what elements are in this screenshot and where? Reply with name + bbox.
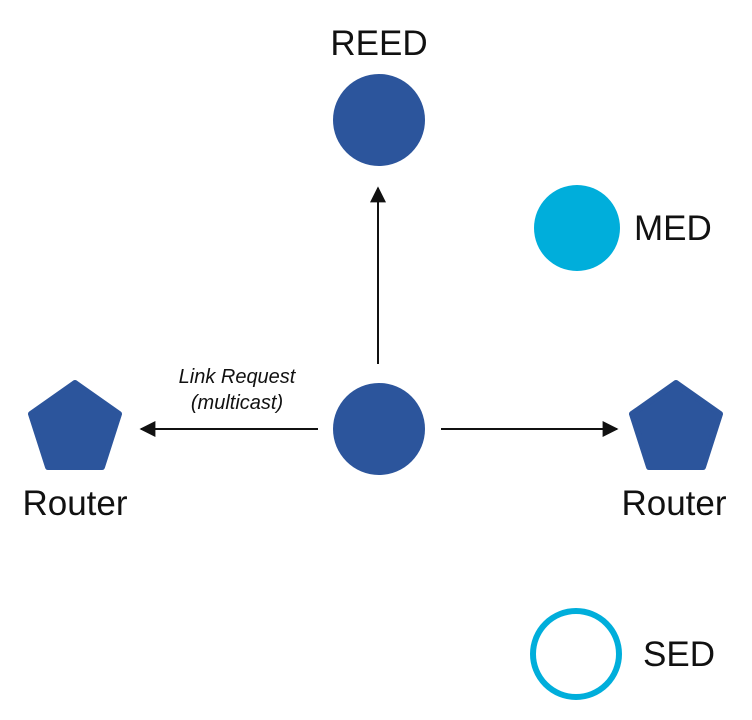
router-left-node bbox=[28, 380, 122, 470]
router-right-label: Router bbox=[621, 484, 727, 523]
med-label: MED bbox=[634, 209, 712, 248]
reed-node bbox=[333, 74, 425, 166]
link-request-line2: (multicast) bbox=[190, 392, 284, 414]
link-request-line1: Link Request bbox=[178, 366, 296, 388]
center-node bbox=[333, 383, 425, 475]
sed-node bbox=[530, 608, 622, 700]
router-left-label: Router bbox=[22, 484, 128, 523]
link-request-label: Link Request (multicast) bbox=[179, 364, 296, 416]
reed-label: REED bbox=[330, 24, 428, 63]
router-right-node bbox=[629, 380, 723, 470]
sed-label: SED bbox=[643, 635, 715, 674]
med-node bbox=[534, 185, 620, 271]
